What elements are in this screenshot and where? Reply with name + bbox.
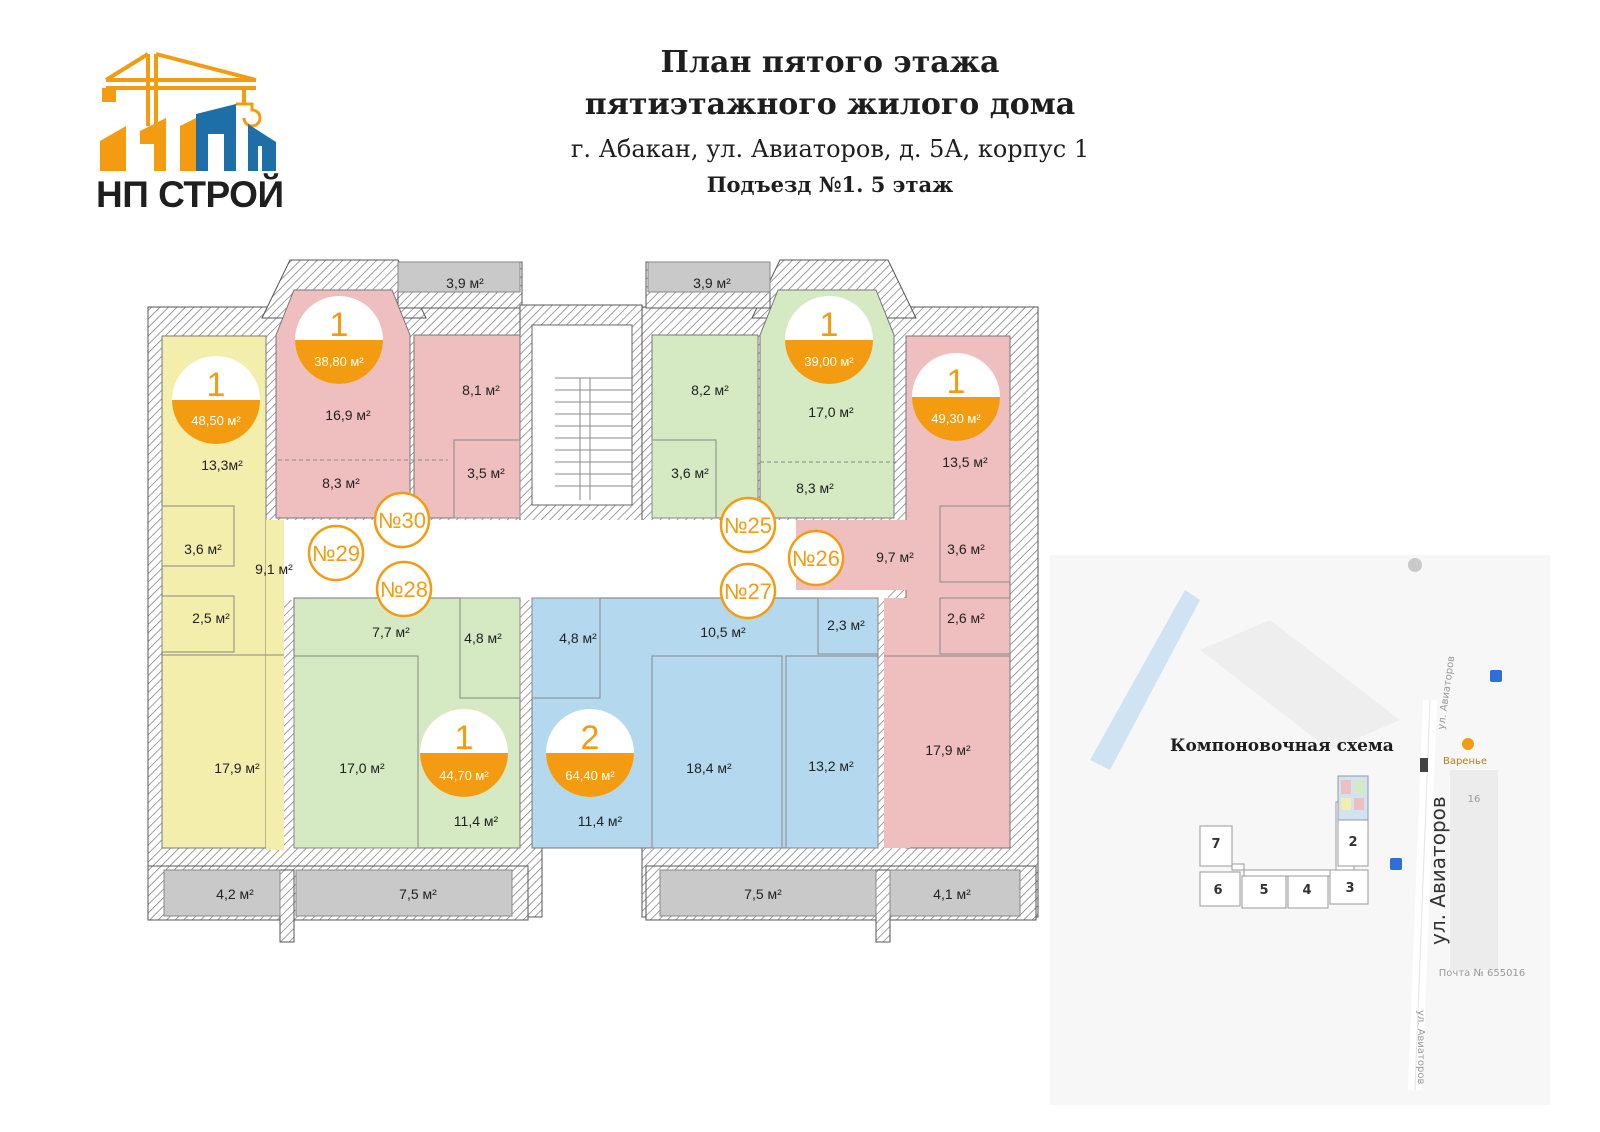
svg-text:2: 2: [581, 719, 600, 757]
room-area: 10,5 м²: [700, 624, 746, 640]
room-area: 7,5 м²: [399, 886, 437, 902]
room-area: 18,4 м²: [686, 760, 732, 776]
room-area: 13,2 м²: [808, 758, 854, 774]
layout-scheme: 7 6 5 4 3 2: [1199, 775, 1369, 909]
apt-number-30: №30: [378, 508, 426, 533]
layout-scheme-title: Компоновочная схема: [1170, 736, 1394, 756]
room-area: 2,6 м²: [947, 610, 985, 626]
room-area: 17,0 м²: [808, 404, 854, 420]
title-line-2: пятиэтажного жилого дома: [584, 87, 1076, 122]
svg-text:1: 1: [455, 719, 474, 757]
room-area: 3,6 м²: [947, 541, 985, 557]
room-area: 9,7 м²: [876, 549, 914, 565]
room-area: 4,2 м²: [216, 886, 254, 902]
room-area: 4,1 м²: [933, 886, 971, 902]
street-main: ул. Авиаторов: [1426, 796, 1450, 945]
room-area: 4,8 м²: [464, 630, 502, 646]
apt-number-29: №29: [312, 541, 360, 566]
room-area: 17,9 м²: [925, 742, 971, 758]
room-area: 11,4 м²: [578, 813, 623, 829]
room-area: 17,9 м²: [214, 760, 260, 776]
poi-post: Почта № 655016: [1439, 968, 1525, 979]
section-2: 2: [1348, 835, 1357, 850]
svg-text:44,70 м²: 44,70 м²: [439, 768, 489, 783]
apt-number-25: №25: [724, 513, 772, 538]
badge-apt-29: 1 48,50 м²: [172, 356, 260, 444]
svg-text:48,50 м²: 48,50 м²: [191, 413, 241, 428]
badge-apt-25: 1 39,00 м²: [785, 296, 873, 384]
badge-apt-30: 1 38,80 м²: [295, 296, 383, 384]
svg-text:1: 1: [330, 306, 349, 344]
room-area: 8,3 м²: [796, 480, 834, 496]
address: г. Абакан, ул. Авиаторов, д. 5А, корпус …: [570, 135, 1090, 163]
apt-number-27: №27: [724, 579, 772, 604]
apt-number-28: №28: [380, 577, 428, 602]
street-bottom: ул. Авиаторов: [1415, 1010, 1426, 1084]
staircase: [531, 324, 633, 506]
room-area: 7,7 м²: [372, 624, 410, 640]
room-area: 3,6 м²: [184, 541, 222, 557]
section-5: 5: [1259, 883, 1268, 898]
logo-text: НП СТРОЙ: [96, 174, 284, 215]
svg-text:39,00 м²: 39,00 м²: [804, 354, 854, 369]
badge-apt-27: 2 64,40 м²: [546, 709, 634, 797]
site-map: 7 6 5 4 3 2 Варенье 16 Почта № 655016 ул…: [1050, 555, 1550, 1105]
svg-text:1: 1: [820, 306, 839, 344]
room-area: 3,6 м²: [671, 465, 709, 481]
section-7: 7: [1211, 837, 1220, 852]
apt-number-26: №26: [792, 546, 840, 571]
svg-text:64,40 м²: 64,40 м²: [565, 768, 615, 783]
room-area: 3,5 м²: [467, 465, 505, 481]
apartment-numbers: №30 №29 №28 №25 №26 №27: [307, 491, 845, 620]
room-area: 13,3м²: [201, 457, 243, 473]
apartment-badges: 1 48,50 м² 1 38,80 м² 1 39,00 м² 1 49,30…: [172, 296, 1000, 797]
room-area: 11,4 м²: [454, 813, 499, 829]
room-labels: 3,9 м² 3,9 м² 16,9 м² 8,1 м² 8,3 м² 3,5 …: [184, 275, 988, 902]
bottom-balconies: [163, 869, 1021, 917]
title-block: План пятого этажа пятиэтажного жилого до…: [520, 42, 1140, 202]
room-area: 8,3 м²: [322, 475, 360, 491]
poi-house: 16: [1468, 794, 1481, 805]
badge-apt-26: 1 49,30 м²: [912, 353, 1000, 441]
svg-text:38,80 м²: 38,80 м²: [314, 354, 364, 369]
entrance-label: Подъезд №1. 5 этаж: [706, 172, 954, 197]
room-area: 2,5 м²: [192, 610, 230, 626]
room-area: 4,8 м²: [559, 630, 597, 646]
room-area: 9,1 м²: [255, 561, 293, 577]
poi-cafe: Варенье: [1443, 756, 1487, 767]
room-area: 3,9 м²: [693, 275, 731, 291]
room-area: 8,2 м²: [691, 382, 729, 398]
room-area: 16,9 м²: [325, 407, 371, 423]
svg-text:1: 1: [207, 366, 226, 404]
svg-text:1: 1: [947, 363, 966, 401]
badge-apt-28: 1 44,70 м²: [420, 709, 508, 797]
section-4: 4: [1302, 883, 1311, 898]
room-area: 13,5 м²: [942, 454, 988, 470]
company-logo: НП СТРОЙ: [96, 46, 296, 222]
room-area: 17,0 м²: [339, 760, 385, 776]
room-area: 2,3 м²: [827, 617, 865, 633]
section-3: 3: [1345, 881, 1354, 896]
room-area: 3,9 м²: [446, 275, 484, 291]
section-6: 6: [1213, 883, 1222, 898]
room-area: 8,1 м²: [462, 382, 500, 398]
crane-logo-icon: [100, 52, 276, 171]
svg-text:49,30 м²: 49,30 м²: [931, 411, 981, 426]
room-area: 7,5 м²: [744, 886, 782, 902]
title-line-1: План пятого этажа: [660, 45, 1000, 80]
